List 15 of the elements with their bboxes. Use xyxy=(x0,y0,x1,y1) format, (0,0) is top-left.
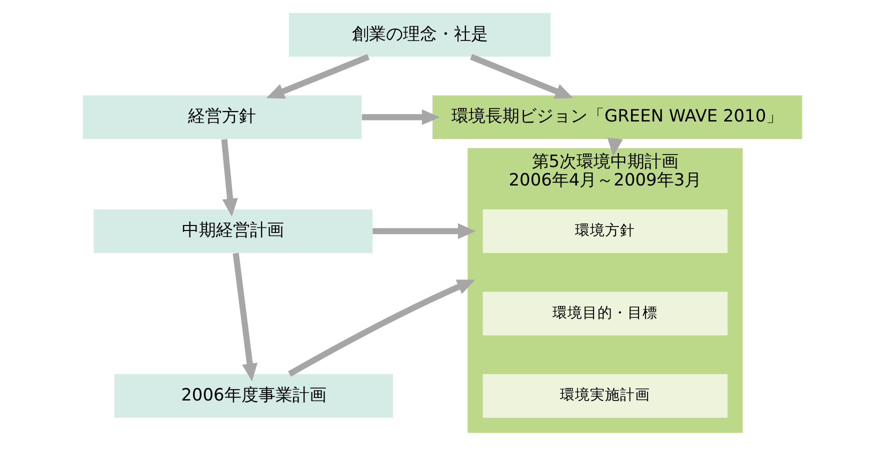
node-box: 経営方針 xyxy=(82,95,362,140)
node-box: 環境目的・目標 xyxy=(482,292,728,336)
arrow xyxy=(232,252,258,382)
node-box: 環境長期ビジョン「GREEN WAVE 2010」 xyxy=(432,95,802,140)
node-box: 創業の理念・社是 xyxy=(288,12,551,57)
node-box: 環境方針 xyxy=(482,209,728,253)
arrow xyxy=(372,223,476,239)
arrow xyxy=(266,54,370,99)
arrow xyxy=(362,109,440,126)
arrow xyxy=(221,139,238,217)
node-box: 環境実施計画 xyxy=(482,374,728,418)
arrow xyxy=(288,280,476,377)
arrow xyxy=(470,54,574,99)
node-box: 中期経営計画 xyxy=(94,209,372,253)
node-box: 2006年度事業計画 xyxy=(114,374,394,418)
